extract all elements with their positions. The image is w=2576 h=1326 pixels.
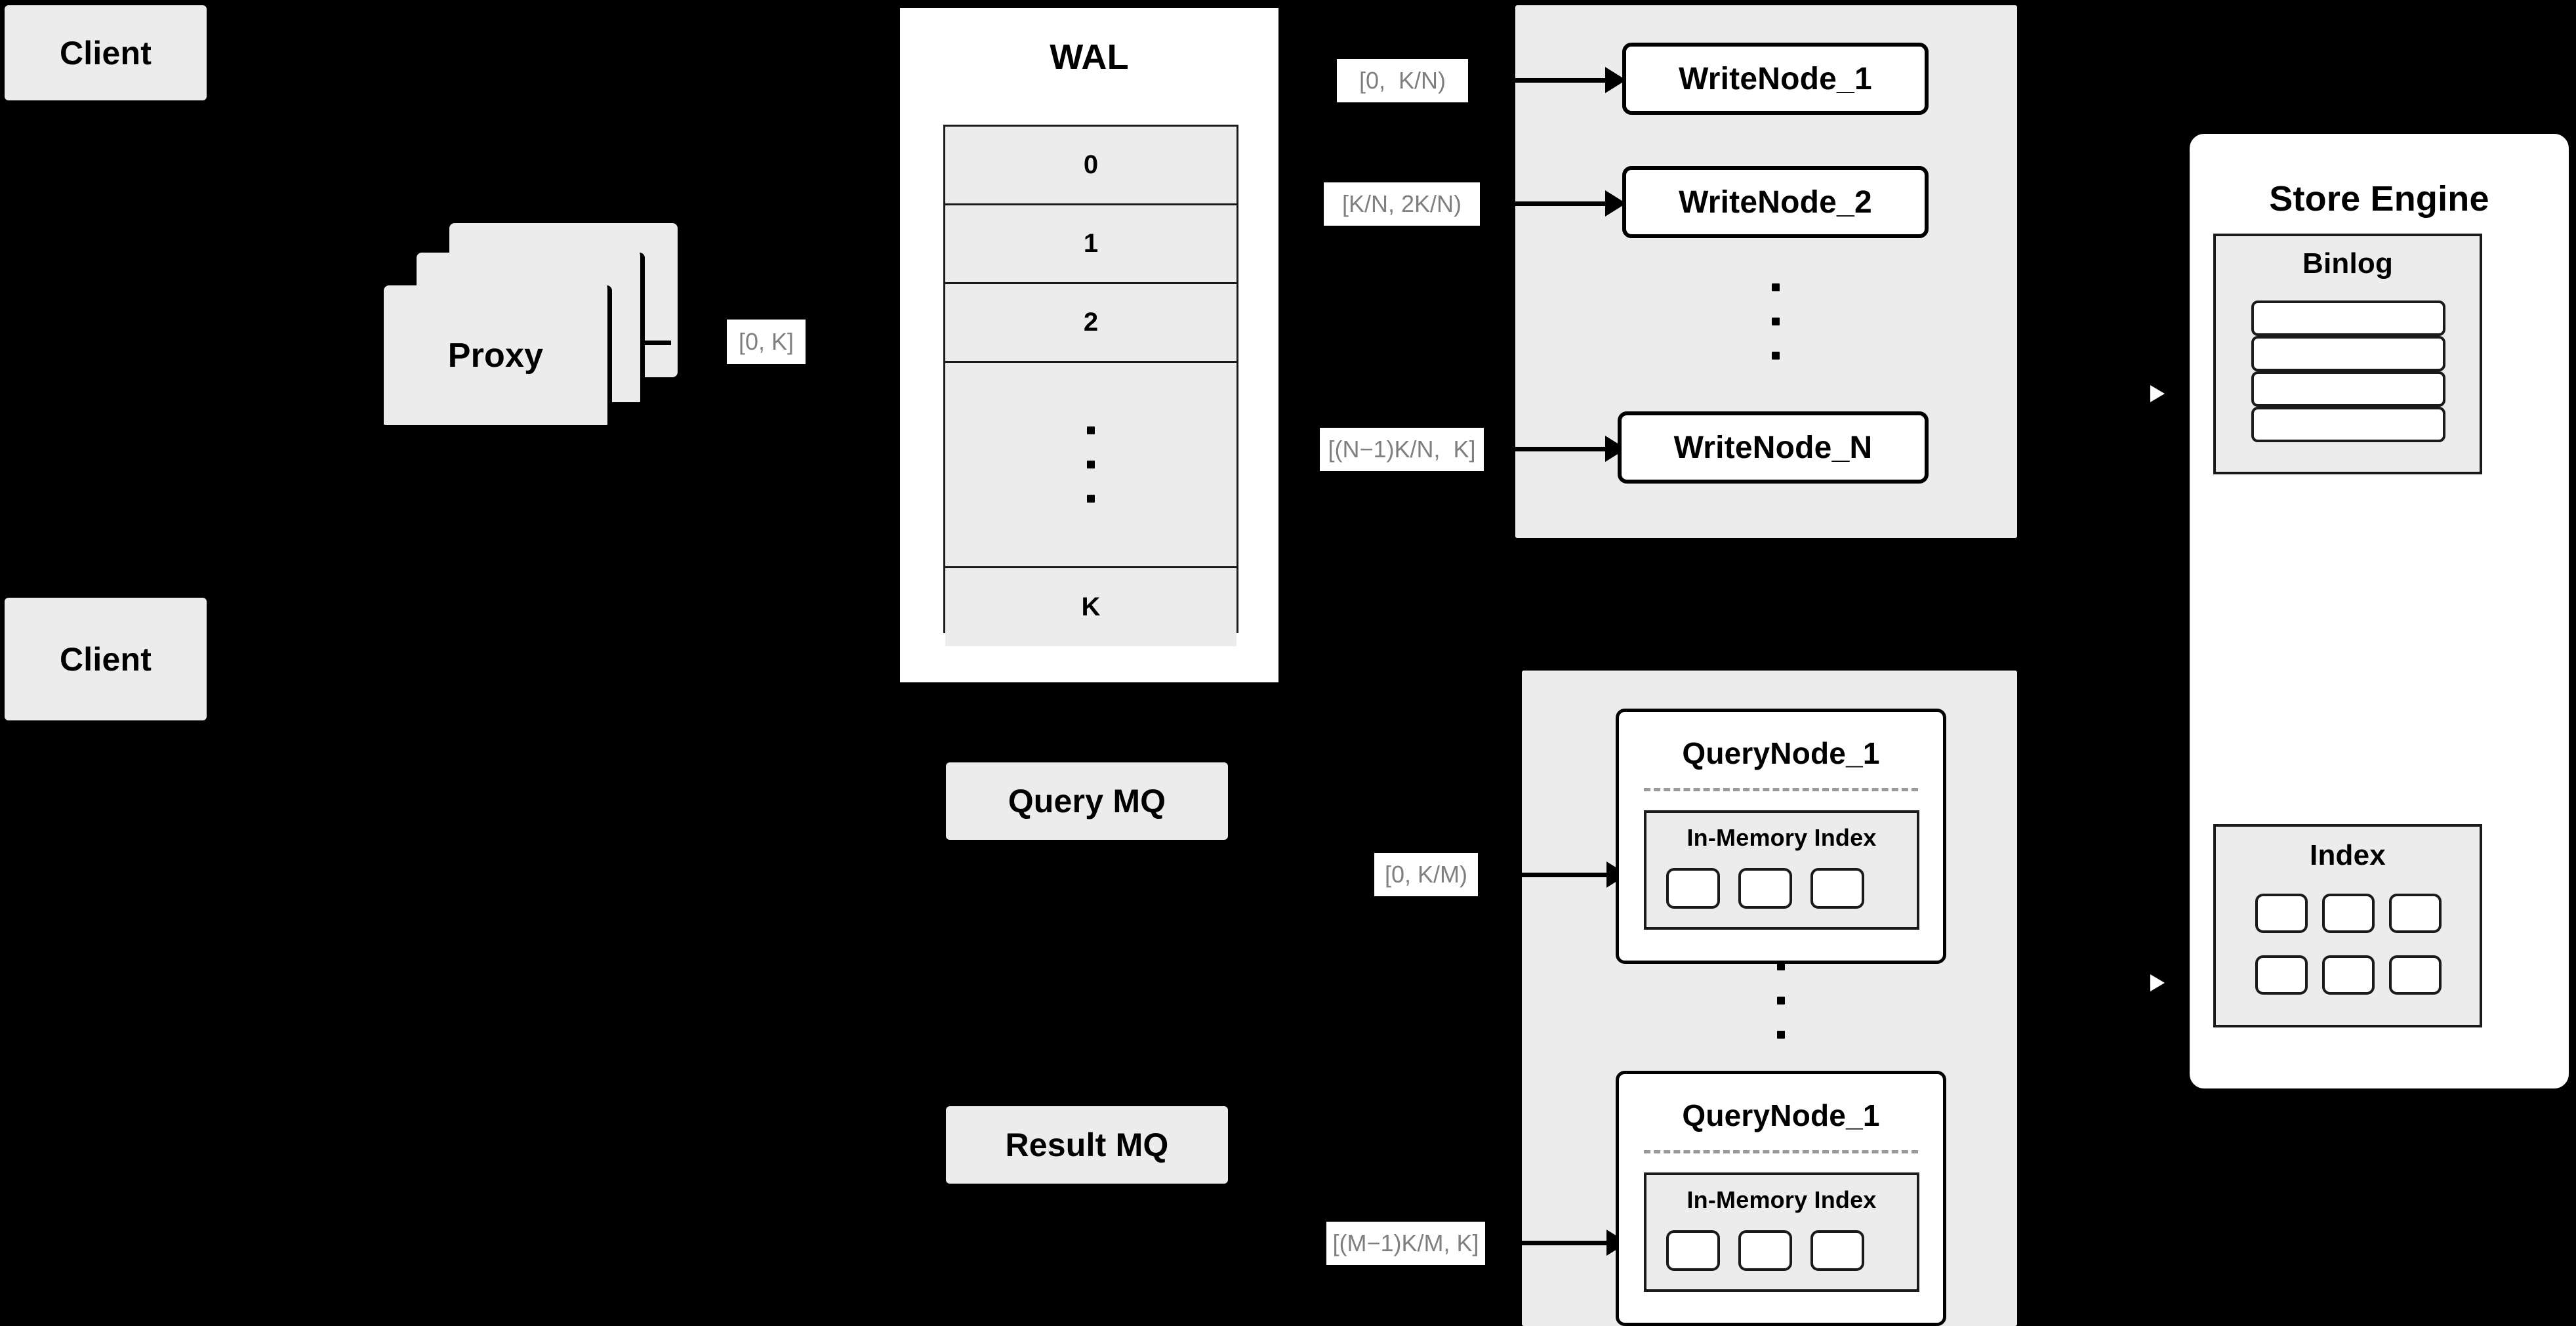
write-node-2-label: WriteNode_2 bbox=[1679, 184, 1872, 220]
write-node-n-range-text: [(N−1)K/N, K] bbox=[1328, 436, 1476, 463]
query-node-m-divider bbox=[1644, 1150, 1918, 1153]
store-engine-container: Store Engine Binlog Index bbox=[2186, 130, 2573, 1092]
query-node-1-range-text: [0, K/M) bbox=[1384, 861, 1468, 888]
index-label: Index bbox=[2310, 839, 2386, 871]
proxy-wal-range-text: [0, K] bbox=[738, 328, 794, 356]
index-slot bbox=[2389, 894, 2442, 933]
query-node-m: QueryNode_1 In-Memory Index bbox=[1616, 1071, 1946, 1326]
write-node-n-range-label: [(N−1)K/N, K] bbox=[1320, 428, 1484, 471]
binlog-box: Binlog bbox=[2213, 234, 2482, 474]
write-node-n-arrow-line bbox=[1513, 447, 1610, 451]
index-slot bbox=[1666, 1230, 1720, 1271]
query-node-vertical-ellipsis-icon bbox=[1773, 945, 1789, 1056]
index-slot bbox=[2322, 894, 2375, 933]
query-node-m-in-memory-index: In-Memory Index bbox=[1644, 1172, 1919, 1292]
proxy-connector-stub bbox=[645, 341, 671, 345]
client-box-1: Client bbox=[5, 5, 207, 100]
write-node-1-label: WriteNode_1 bbox=[1679, 61, 1872, 96]
write-node-1-range-label: [0, K/N) bbox=[1337, 59, 1468, 102]
index-slot bbox=[1810, 1230, 1864, 1271]
query-node-1: QueryNode_1 In-Memory Index bbox=[1616, 709, 1946, 964]
wal-row: K bbox=[945, 568, 1237, 646]
result-mq-label: Result MQ bbox=[1005, 1127, 1169, 1163]
client-label-1: Client bbox=[59, 34, 152, 72]
write-node-vertical-ellipsis-icon bbox=[1768, 269, 1784, 374]
binlog-inbound-arrow-line bbox=[2116, 391, 2156, 396]
wal-container: WAL 0 1 2 K bbox=[896, 4, 1282, 686]
query-node-m-label: QueryNode_1 bbox=[1682, 1098, 1880, 1132]
write-node-2: WriteNode_2 bbox=[1622, 166, 1929, 238]
store-engine-title: Store Engine bbox=[2269, 179, 2489, 218]
result-mq-box: Result MQ bbox=[946, 1106, 1228, 1184]
query-node-m-index-label: In-Memory Index bbox=[1687, 1186, 1877, 1213]
query-node-1-range-label: [0, K/M) bbox=[1374, 853, 1478, 896]
index-slot bbox=[1738, 1230, 1792, 1271]
binlog-row bbox=[2251, 300, 2445, 336]
wal-row-ellipsis bbox=[945, 363, 1237, 568]
index-slot bbox=[1738, 868, 1792, 909]
index-box: Index bbox=[2213, 824, 2482, 1027]
index-slot bbox=[2255, 955, 2308, 995]
write-node-2-range-text: [K/N, 2K/N) bbox=[1341, 190, 1462, 218]
proxy-label: Proxy bbox=[447, 336, 544, 375]
index-slot bbox=[2389, 955, 2442, 995]
client-box-2: Client bbox=[5, 598, 207, 720]
binlog-row bbox=[2251, 371, 2445, 407]
binlog-label: Binlog bbox=[2302, 247, 2394, 280]
write-node-1: WriteNode_1 bbox=[1622, 43, 1929, 115]
query-node-1-label: QueryNode_1 bbox=[1682, 736, 1880, 770]
query-node-1-divider bbox=[1644, 788, 1918, 791]
write-node-1-arrow-line bbox=[1513, 78, 1610, 83]
binlog-row bbox=[2251, 336, 2445, 371]
wal-row: 0 bbox=[945, 127, 1237, 205]
index-slot bbox=[1810, 868, 1864, 909]
query-node-m-arrow-line bbox=[1520, 1241, 1612, 1245]
wal-vertical-ellipsis-icon bbox=[1087, 413, 1095, 516]
wal-row: 1 bbox=[945, 205, 1237, 284]
index-slot bbox=[2322, 955, 2375, 995]
proxy-wal-range-label: [0, K] bbox=[727, 320, 806, 364]
query-mq-label: Query MQ bbox=[1008, 783, 1166, 819]
write-node-1-range-text: [0, K/N) bbox=[1359, 67, 1446, 94]
write-node-2-arrow-line bbox=[1513, 201, 1610, 206]
query-node-1-index-label: In-Memory Index bbox=[1687, 824, 1877, 851]
write-node-n: WriteNode_N bbox=[1618, 411, 1929, 484]
query-node-m-range-label: [(M−1)K/M, K] bbox=[1326, 1222, 1485, 1265]
query-node-1-in-memory-index: In-Memory Index bbox=[1644, 810, 1919, 930]
proxy-card-front: Proxy bbox=[384, 285, 612, 430]
index-slot bbox=[1666, 868, 1720, 909]
query-mq-box: Query MQ bbox=[946, 762, 1228, 840]
query-node-m-range-text: [(M−1)K/M, K] bbox=[1332, 1230, 1479, 1257]
index-inbound-arrow-line bbox=[2116, 951, 2156, 956]
write-node-n-label: WriteNode_N bbox=[1673, 430, 1873, 465]
client-label-2: Client bbox=[59, 640, 152, 678]
binlog-inbound-arrow-head-icon bbox=[2150, 379, 2177, 408]
index-slot bbox=[2255, 894, 2308, 933]
query-node-1-arrow-line bbox=[1520, 873, 1612, 877]
wal-row: 2 bbox=[945, 284, 1237, 363]
binlog-row bbox=[2251, 407, 2445, 442]
index-inbound-arrow-head-icon bbox=[2150, 968, 2177, 997]
write-node-2-range-label: [K/N, 2K/N) bbox=[1324, 182, 1480, 226]
wal-title: WAL bbox=[1050, 37, 1129, 77]
wal-table: 0 1 2 K bbox=[943, 125, 1238, 646]
